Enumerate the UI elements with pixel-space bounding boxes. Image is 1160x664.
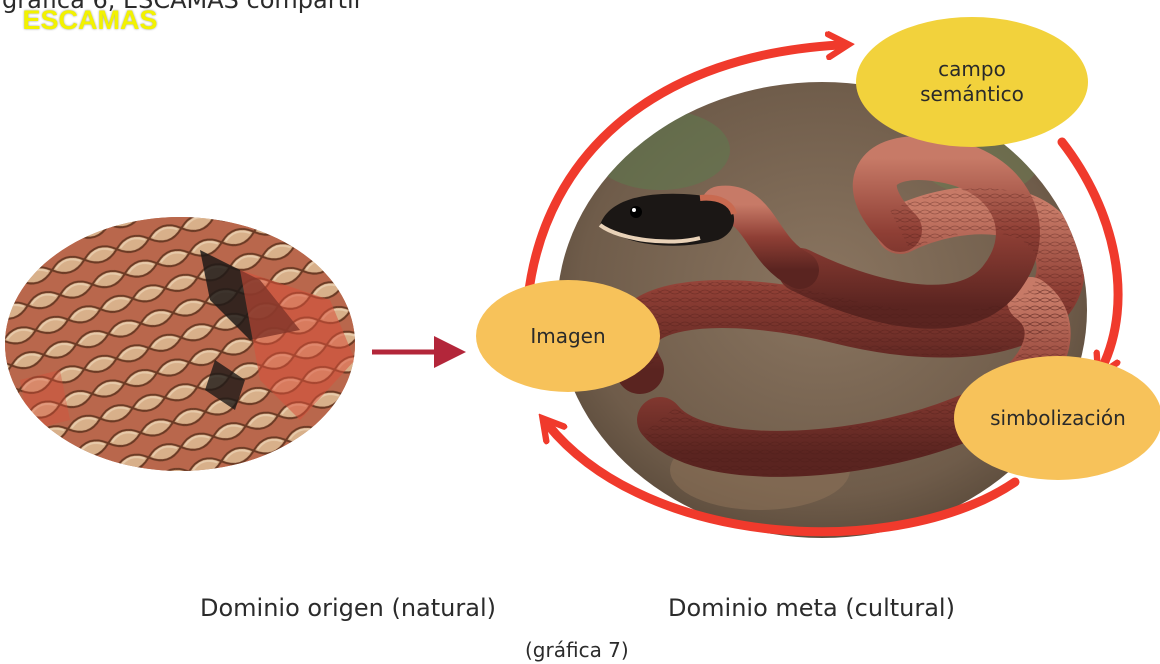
campo-line-1: campo xyxy=(938,57,1006,82)
imagen-label: Imagen xyxy=(476,316,660,356)
figure-number: (gráfica 7) xyxy=(525,638,629,662)
campo-semantico-label: campo semántico xyxy=(862,34,1082,130)
campo-line-2: semántico xyxy=(920,82,1024,107)
caption-dominio-origen: Dominio origen (natural) xyxy=(200,594,496,622)
snake-scales-photo xyxy=(0,210,360,480)
link-arrow xyxy=(372,336,466,368)
simbolizacion-label: simbolización xyxy=(956,396,1160,440)
caption-dominio-meta: Dominio meta (cultural) xyxy=(668,594,955,622)
